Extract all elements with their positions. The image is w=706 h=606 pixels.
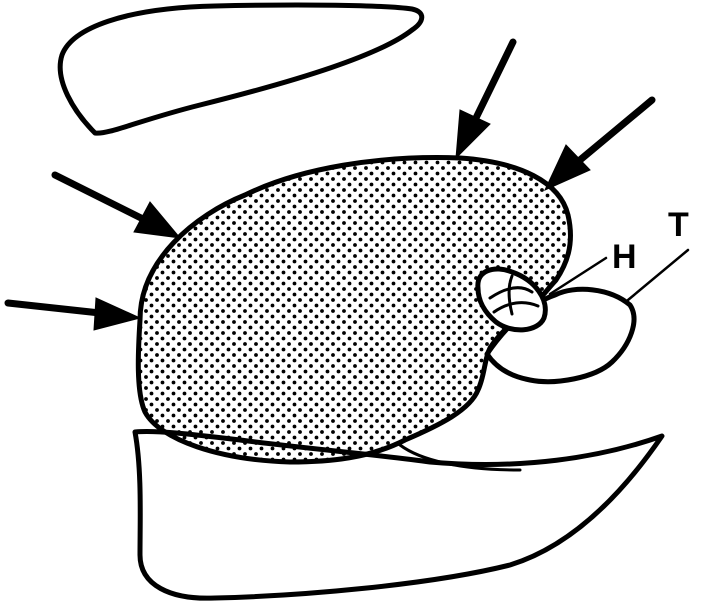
lower-structure xyxy=(135,431,662,598)
arrow-top-right xyxy=(545,100,652,190)
upper-structure xyxy=(60,5,422,133)
arrow-left-upper xyxy=(55,175,180,238)
label-t: T xyxy=(668,206,689,244)
leader-line-t xyxy=(628,250,688,300)
arrow-top-center xyxy=(456,42,513,158)
arrow-left-lower xyxy=(8,298,140,330)
label-h: H xyxy=(612,238,637,276)
